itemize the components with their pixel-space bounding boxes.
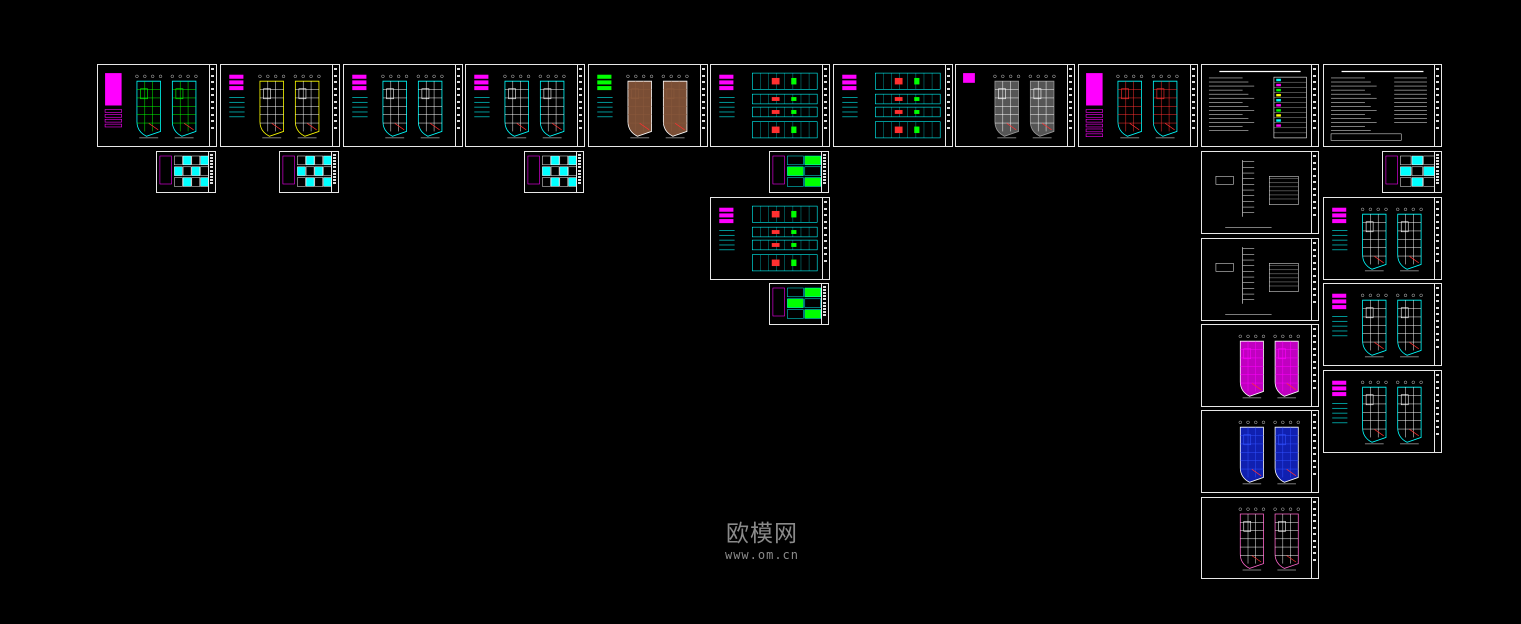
drawing-sheet-17[interactable]: [1201, 497, 1319, 579]
sheet-linework: [352, 74, 444, 139]
watermark-logo: 欧模网: [726, 521, 798, 547]
title-block: [577, 65, 584, 146]
title-block: [1434, 284, 1441, 365]
drawing-sheet-8[interactable]: [955, 64, 1075, 147]
title-block: [821, 284, 828, 324]
title-block: [1311, 152, 1318, 233]
drawing-sheet-18[interactable]: [1323, 197, 1442, 280]
title-block: [1311, 498, 1318, 578]
sheet-linework: [474, 74, 566, 139]
title-block: [1434, 198, 1441, 279]
sheet-linework: [1332, 207, 1423, 272]
title-block: [822, 198, 829, 279]
title-block: [209, 65, 216, 146]
sheet-linework: [159, 155, 209, 187]
detail-sheet-1[interactable]: [156, 151, 216, 193]
title-block: [1311, 411, 1318, 492]
drawing-sheet-16[interactable]: [1201, 410, 1319, 493]
drawing-sheet-4[interactable]: [465, 64, 585, 147]
sheet-linework: [1332, 380, 1423, 445]
detail-sheet-5[interactable]: [769, 283, 829, 325]
sheet-linework: [1215, 247, 1299, 315]
title-block: [1434, 65, 1441, 146]
title-block: [1311, 325, 1318, 406]
drawing-sheet-12[interactable]: [710, 197, 830, 280]
drawing-sheet-1[interactable]: [97, 64, 217, 147]
title-block: [945, 65, 952, 146]
title-block: [822, 65, 829, 146]
detail-sheet-3[interactable]: [524, 151, 584, 193]
sheet-linework: [282, 155, 332, 187]
title-block: [1311, 65, 1318, 146]
drawing-sheet-11[interactable]: [1323, 64, 1442, 147]
title-block: [821, 152, 828, 192]
sheet-linework: [104, 73, 198, 139]
sheet-linework: [527, 155, 577, 187]
watermark: 欧模网 www.om.cn: [712, 520, 812, 562]
sheet-linework: [229, 74, 321, 139]
sheet-linework: [719, 205, 818, 272]
drawing-sheet-9[interactable]: [1078, 64, 1198, 147]
sheet-linework: [719, 72, 818, 139]
sheet-linework: [842, 72, 941, 139]
title-block: [332, 65, 339, 146]
detail-sheet-6[interactable]: [1382, 151, 1442, 193]
drawing-sheet-14[interactable]: [1201, 238, 1319, 321]
title-block: [1434, 152, 1441, 192]
detail-sheet-4[interactable]: [769, 151, 829, 193]
drawing-sheet-13[interactable]: [1201, 151, 1319, 234]
sheet-linework: [1238, 507, 1300, 571]
sheet-linework: [1208, 70, 1307, 139]
sheet-linework: [1332, 293, 1423, 358]
title-block: [1190, 65, 1197, 146]
drawing-sheet-10[interactable]: [1201, 64, 1319, 147]
title-block: [700, 65, 707, 146]
sheet-linework: [1238, 420, 1300, 485]
sheet-linework: [963, 73, 1056, 139]
detail-sheet-2[interactable]: [279, 151, 339, 193]
sheet-linework: [772, 155, 821, 187]
drawing-sheet-3[interactable]: [343, 64, 463, 147]
sheet-linework: [772, 287, 821, 319]
sheet-linework: [1238, 334, 1300, 399]
drawing-sheet-19[interactable]: [1323, 283, 1442, 366]
title-block: [1311, 239, 1318, 320]
title-block: [331, 152, 338, 192]
drawing-sheet-7[interactable]: [833, 64, 953, 147]
drawing-sheet-20[interactable]: [1323, 370, 1442, 453]
drawing-sheet-15[interactable]: [1201, 324, 1319, 407]
title-block: [576, 152, 583, 192]
sheet-linework: [597, 74, 689, 139]
title-block: [1434, 371, 1441, 452]
watermark-url: www.om.cn: [724, 548, 800, 562]
sheet-linework: [1215, 160, 1299, 228]
title-block: [208, 152, 215, 192]
title-block: [1067, 65, 1074, 146]
drawing-sheet-2[interactable]: [220, 64, 340, 147]
drawing-sheet-6[interactable]: [710, 64, 830, 147]
drawing-sheet-5[interactable]: [588, 64, 708, 147]
sheet-linework: [1330, 70, 1427, 141]
sheet-linework: [1085, 73, 1179, 139]
sheet-linework: [1385, 155, 1435, 187]
title-block: [455, 65, 462, 146]
